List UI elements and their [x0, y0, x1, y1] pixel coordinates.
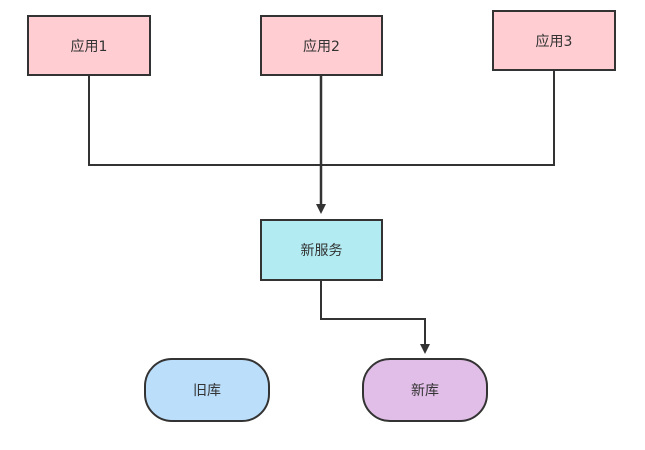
edge-new-service-to-new-db: [320, 281, 430, 354]
node-new-db[interactable]: 新库: [362, 358, 488, 422]
node-new-service[interactable]: 新服务: [260, 219, 383, 281]
node-app1-label: 应用1: [70, 38, 108, 55]
node-app3-label: 应用3: [535, 33, 573, 50]
edge-app1-to-new-service: [88, 75, 321, 166]
node-old-db[interactable]: 旧库: [144, 358, 270, 422]
node-app2-label: 应用2: [303, 38, 340, 55]
node-new-service-label: 新服务: [300, 243, 343, 259]
node-new-db-label: 新库: [411, 383, 439, 399]
edge-app3-to-new-service: [321, 71, 555, 166]
node-app3[interactable]: 应用3: [492, 10, 616, 71]
node-app1[interactable]: 应用1: [27, 15, 151, 76]
node-app2[interactable]: 应用2: [260, 15, 383, 76]
node-old-db-label: 旧库: [193, 383, 221, 399]
